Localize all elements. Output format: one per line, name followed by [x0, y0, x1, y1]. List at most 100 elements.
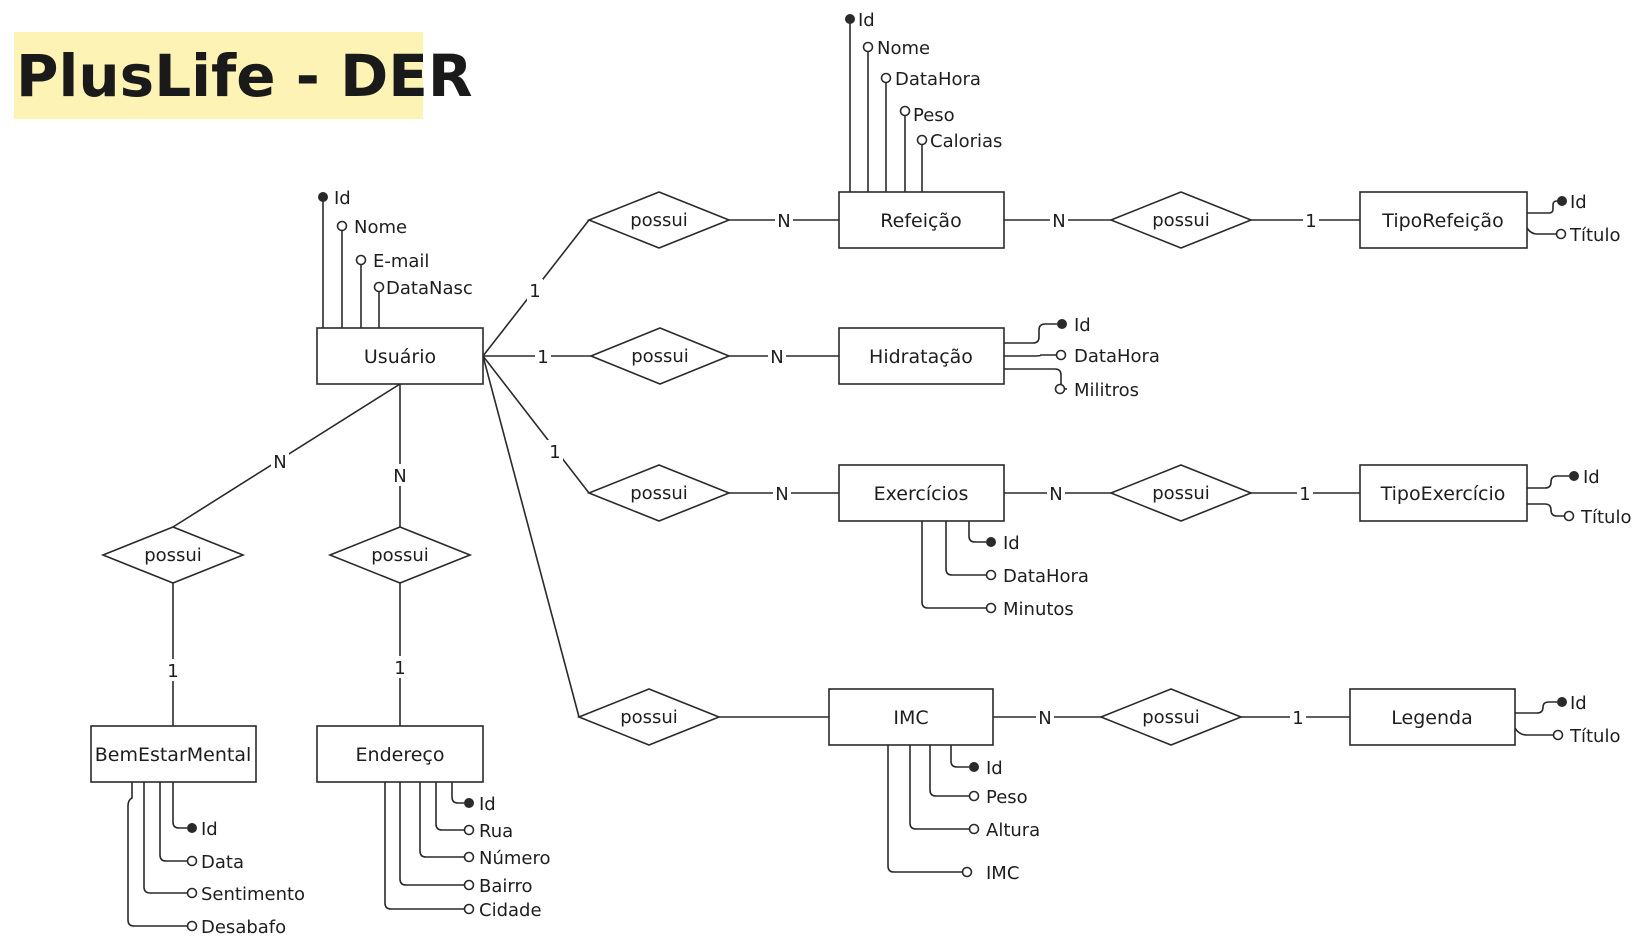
- entity-name: Hidratação: [869, 346, 973, 368]
- attr-bemestar-sentimento: Sentimento: [201, 884, 305, 905]
- attr-tiporefeicao-id: Id: [1570, 192, 1587, 213]
- cardinality: N: [273, 452, 286, 473]
- relationship-label: possui: [630, 210, 688, 231]
- entity-name: Endereço: [356, 744, 445, 766]
- attr-refeicao-datahora: DataHora: [895, 69, 981, 90]
- entity-name: BemEstarMental: [95, 744, 252, 766]
- relationship-imc-legenda[interactable]: possui: [1098, 688, 1244, 746]
- relationship-label: possui: [371, 545, 429, 566]
- cardinality: 1: [529, 281, 540, 302]
- key-attribute-icon: [1057, 319, 1067, 329]
- key-attribute-icon: [845, 14, 855, 24]
- attr-endereco-rua: Rua: [479, 821, 513, 842]
- entity-name: TipoExercício: [1380, 483, 1506, 505]
- attr-endereco-cidade: Cidade: [479, 900, 542, 921]
- key-attribute-icon: [318, 192, 328, 202]
- attr-hidratacao-id: Id: [1074, 315, 1091, 336]
- key-attribute-icon: [986, 537, 996, 547]
- attribute-icon: [186, 887, 198, 899]
- attribute-icon: [463, 824, 475, 836]
- relationship-usuario-refeicao[interactable]: possui: [586, 191, 732, 249]
- relationship-label: possui: [1142, 707, 1200, 728]
- cardinality: 1: [537, 347, 548, 368]
- entity-tipoexercicio[interactable]: TipoExercício: [1359, 464, 1528, 522]
- attr-legenda-titulo: Título: [1569, 726, 1620, 747]
- key-attribute-icon: [464, 798, 474, 808]
- attribute-icon: [186, 920, 198, 932]
- relationship-label: possui: [631, 346, 689, 367]
- attr-hidratacao-militros: Militros: [1074, 380, 1139, 401]
- entities: Usuário Refeição TipoRefeição Hidratação…: [90, 191, 1528, 783]
- cardinality-labels: 1 N N 1 1 N 1 N N 1 N 1 N 1 N: [165, 209, 1319, 729]
- entity-imc[interactable]: IMC: [828, 688, 994, 746]
- attribute-icon: [463, 879, 475, 891]
- cardinality: 1: [1292, 708, 1303, 729]
- attribute-icon: [862, 41, 874, 53]
- attr-imc-peso: Peso: [986, 787, 1028, 808]
- entity-usuario[interactable]: Usuário: [316, 327, 484, 385]
- cardinality: N: [775, 484, 788, 505]
- attr-imc-id: Id: [986, 758, 1003, 779]
- attr-refeicao-id: Id: [858, 10, 875, 31]
- relationship-label: possui: [630, 483, 688, 504]
- relationships: possui possui possui possui possui possu…: [100, 191, 1254, 746]
- entity-endereco[interactable]: Endereço: [316, 725, 484, 783]
- cardinality: N: [1049, 484, 1062, 505]
- cardinality: N: [770, 347, 783, 368]
- attr-imc-altura: Altura: [986, 820, 1040, 841]
- attribute-icon: [899, 105, 911, 117]
- relationship-usuario-imc[interactable]: possui: [576, 688, 722, 746]
- attr-bemestar-id: Id: [201, 819, 218, 840]
- cardinality: N: [393, 466, 406, 487]
- attribute-icon: [373, 281, 385, 293]
- attr-hidratacao-datahora: DataHora: [1074, 346, 1160, 367]
- attr-refeicao-calorias: Calorias: [930, 131, 1002, 152]
- attr-legenda-id: Id: [1570, 693, 1587, 714]
- relationship-label: possui: [620, 707, 678, 728]
- entity-refeicao[interactable]: Refeição: [838, 191, 1005, 249]
- relationship-usuario-endereco[interactable]: possui: [327, 526, 473, 584]
- cardinality: N: [1052, 211, 1065, 232]
- attr-tiporefeicao-titulo: Título: [1569, 225, 1620, 246]
- attribute-labels: Id Nome E-mail DataNasc Id Nome DataHora…: [201, 10, 1631, 938]
- attr-usuario-datanasc: DataNasc: [386, 278, 473, 299]
- cardinality: 1: [394, 658, 405, 679]
- attribute-icon: [1054, 383, 1066, 395]
- attribute-icon: [463, 903, 475, 915]
- entity-tiporefeicao[interactable]: TipoRefeição: [1359, 191, 1528, 249]
- title-highlight: [14, 32, 423, 119]
- attr-bemestar-desabafo: Desabafo: [201, 917, 286, 938]
- cardinality: N: [1038, 708, 1051, 729]
- entity-name: TipoRefeição: [1381, 210, 1503, 232]
- relationship-label: possui: [1152, 210, 1210, 231]
- attr-refeicao-nome: Nome: [877, 38, 930, 59]
- attribute-icon: [880, 72, 892, 84]
- entity-exercicios[interactable]: Exercícios: [838, 464, 1005, 522]
- entity-name: Refeição: [880, 210, 961, 232]
- attr-usuario-nome: Nome: [354, 217, 407, 238]
- attribute-icon: [968, 823, 980, 835]
- attr-exercicios-datahora: DataHora: [1003, 566, 1089, 587]
- attribute-icon: [186, 855, 198, 867]
- relationship-usuario-hidratacao[interactable]: possui: [588, 327, 732, 385]
- attribute-icon: [1555, 228, 1567, 240]
- attribute-icon: [336, 220, 348, 232]
- attribute-icon: [985, 602, 997, 614]
- attr-bemestar-data: Data: [201, 852, 244, 873]
- relationship-exercicios-tipoexercicio[interactable]: possui: [1108, 464, 1254, 522]
- attribute-icon: [968, 790, 980, 802]
- attribute-icon: [1552, 729, 1564, 741]
- entity-hidratacao[interactable]: Hidratação: [838, 327, 1005, 385]
- attribute-icon: [961, 866, 973, 878]
- line-usuario-rel-exercicios: [482, 355, 590, 494]
- cardinality: 1: [1299, 484, 1310, 505]
- relationship-usuario-exercicios[interactable]: possui: [586, 464, 732, 522]
- entity-bemestarmental[interactable]: BemEstarMental: [90, 725, 257, 783]
- key-attribute-icon: [187, 823, 197, 833]
- relationship-refeicao-tiporefeicao[interactable]: possui: [1108, 191, 1254, 249]
- attr-exercicios-id: Id: [1003, 533, 1020, 554]
- entity-name: Legenda: [1391, 707, 1472, 729]
- relationship-usuario-bemestar[interactable]: possui: [100, 526, 246, 584]
- entity-legenda[interactable]: Legenda: [1349, 688, 1516, 746]
